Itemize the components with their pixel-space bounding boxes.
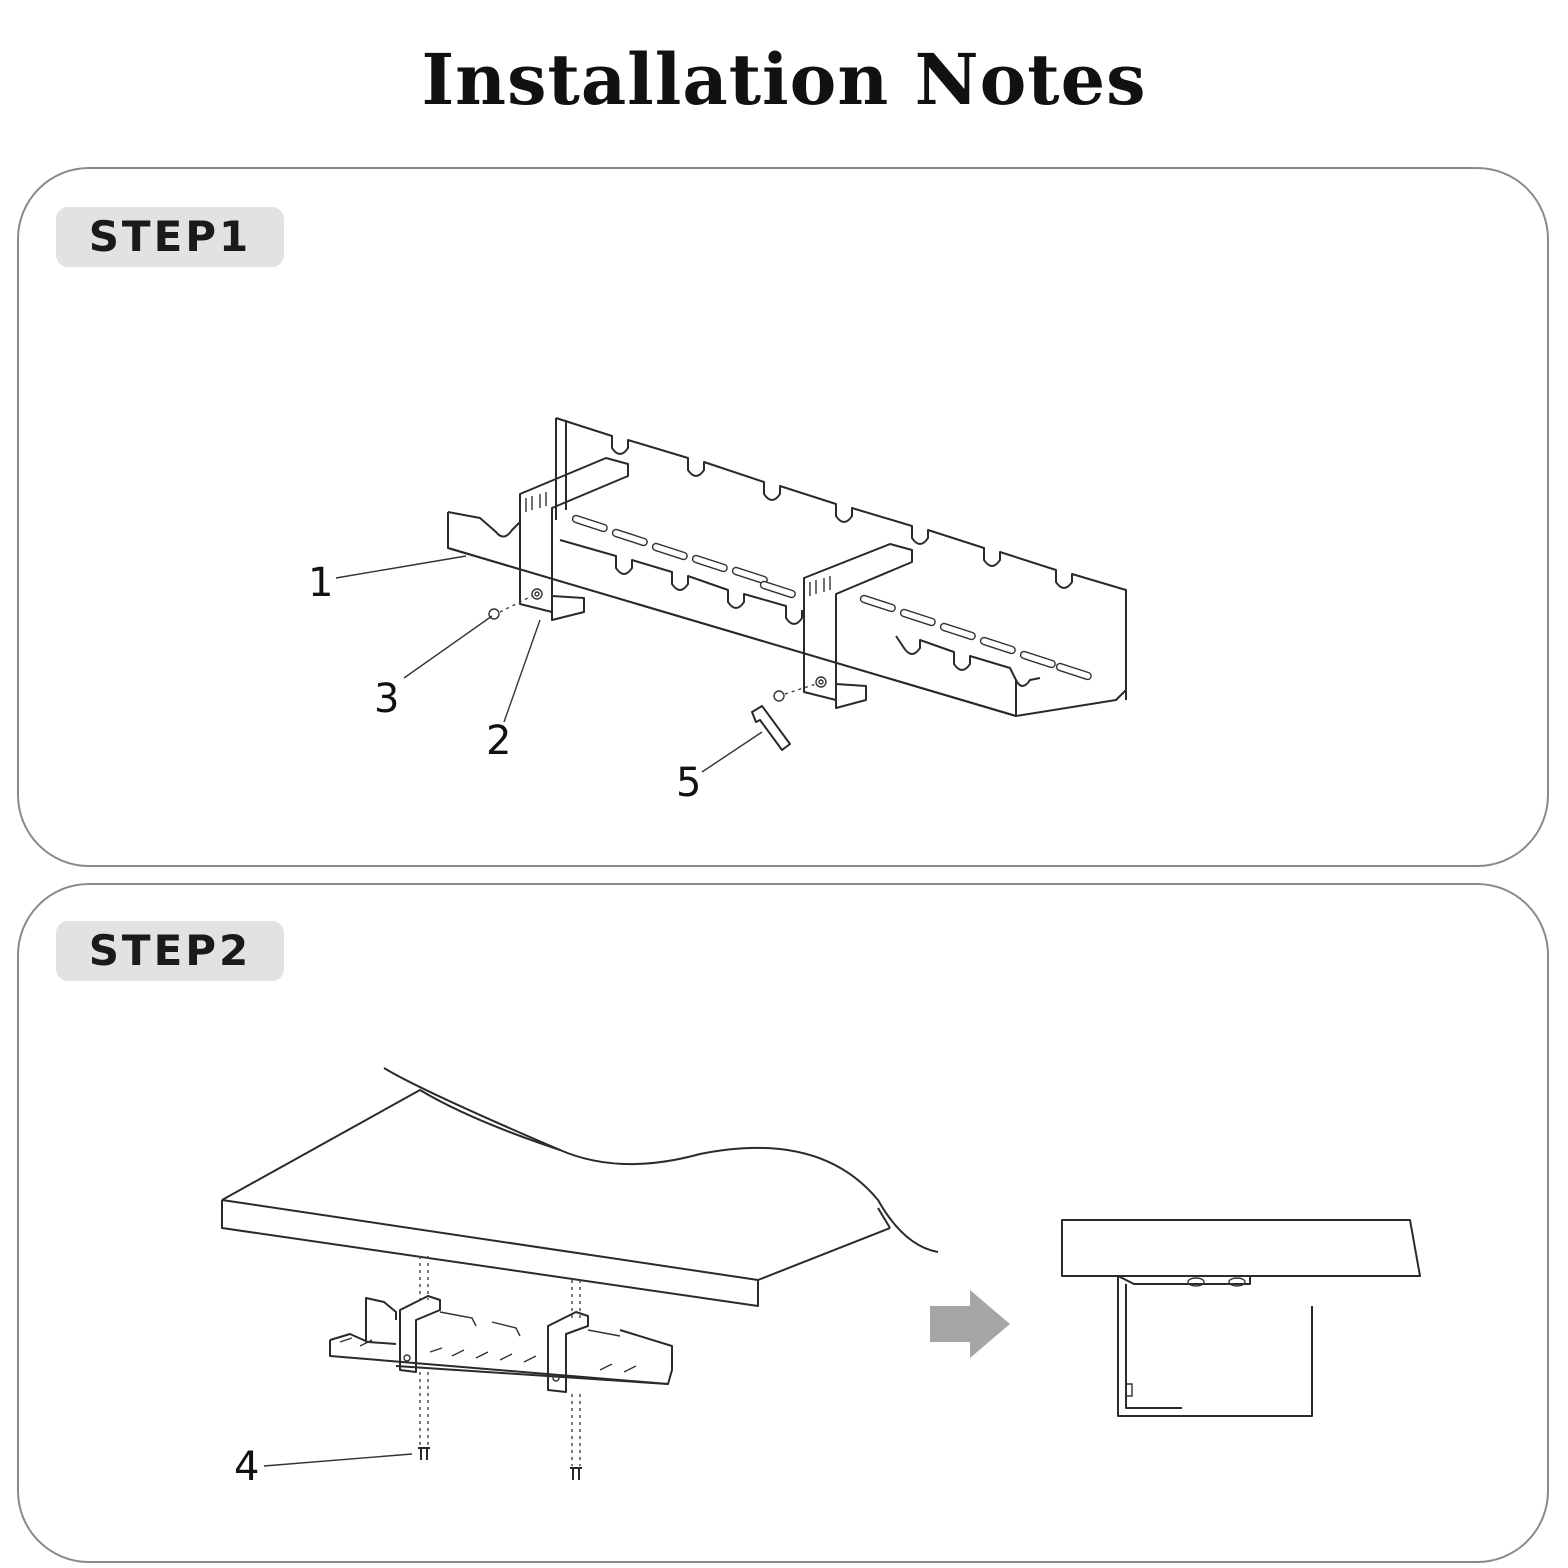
page-title: Installation Notes [421, 38, 1147, 121]
callout-5: 5 [676, 760, 701, 806]
desk-illustration [221, 1067, 939, 1307]
washer [773, 690, 785, 702]
allen-key [751, 705, 791, 751]
step1-badge: STEP1 [56, 207, 284, 267]
step1-panel: STEP1 [17, 167, 1549, 867]
small-tray-illustration [263, 1256, 673, 1480]
callout-3: 3 [374, 676, 399, 722]
bracket-right [803, 543, 913, 709]
step2-panel: STEP2 [17, 883, 1549, 1563]
callout-1: 1 [308, 560, 333, 606]
bracket-left [519, 457, 629, 621]
washer [488, 608, 500, 620]
screw [570, 1467, 582, 1480]
callout-2: 2 [486, 718, 511, 764]
mounted-tray-illustration [1061, 1219, 1421, 1417]
arrow-right-icon [930, 1290, 1010, 1358]
screw [418, 1447, 430, 1460]
callout-4: 4 [234, 1444, 259, 1490]
step2-badge: STEP2 [56, 921, 284, 981]
tray-slots [571, 514, 1092, 681]
cable-tray-illustration [335, 417, 1127, 773]
